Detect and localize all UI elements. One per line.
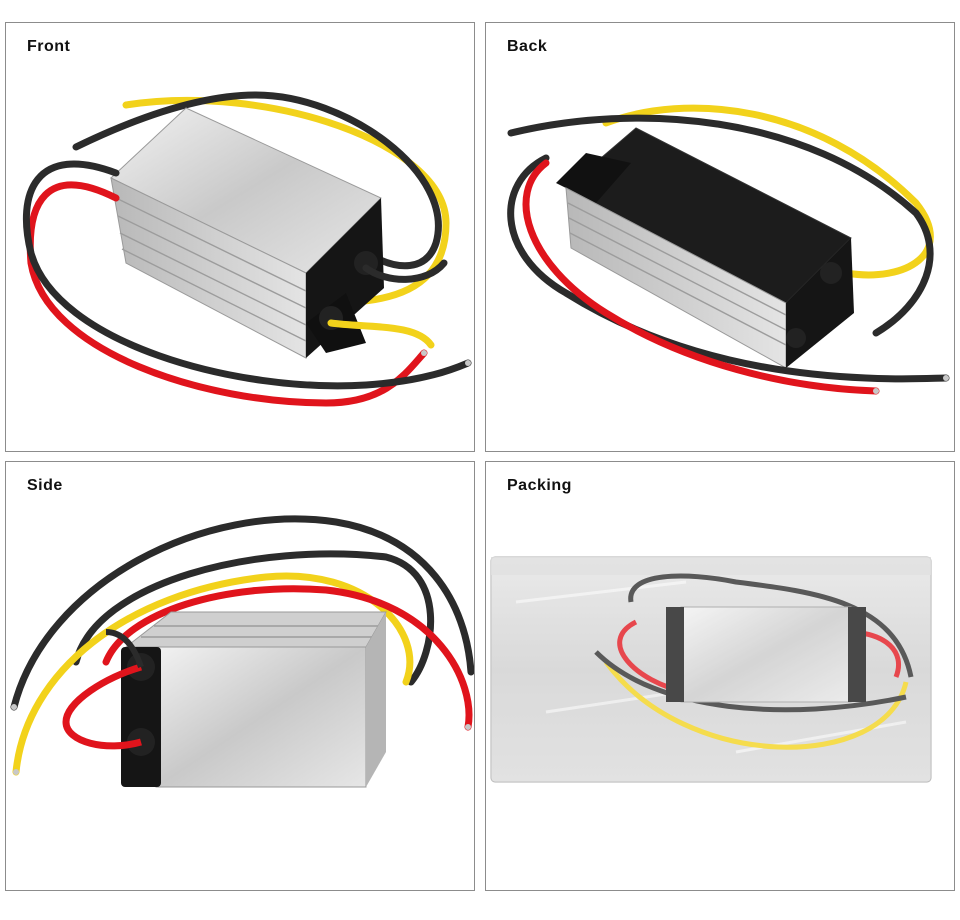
panel-label-back: Back [507, 38, 548, 55]
panel-label-side: Side [27, 477, 63, 494]
panel-label-front: Front [27, 38, 71, 55]
panel-label-packing: Packing [507, 477, 572, 494]
packing-product-illustration [490, 556, 932, 783]
back-product-illustration [507, 104, 950, 395]
packing-view-panel: Packing [485, 461, 955, 891]
front-product-illustration [22, 91, 472, 407]
side-product-illustration [10, 515, 474, 788]
back-view-panel: Back [485, 22, 955, 452]
side-view-panel: Side [5, 461, 475, 891]
front-view-panel: Front [5, 22, 475, 452]
